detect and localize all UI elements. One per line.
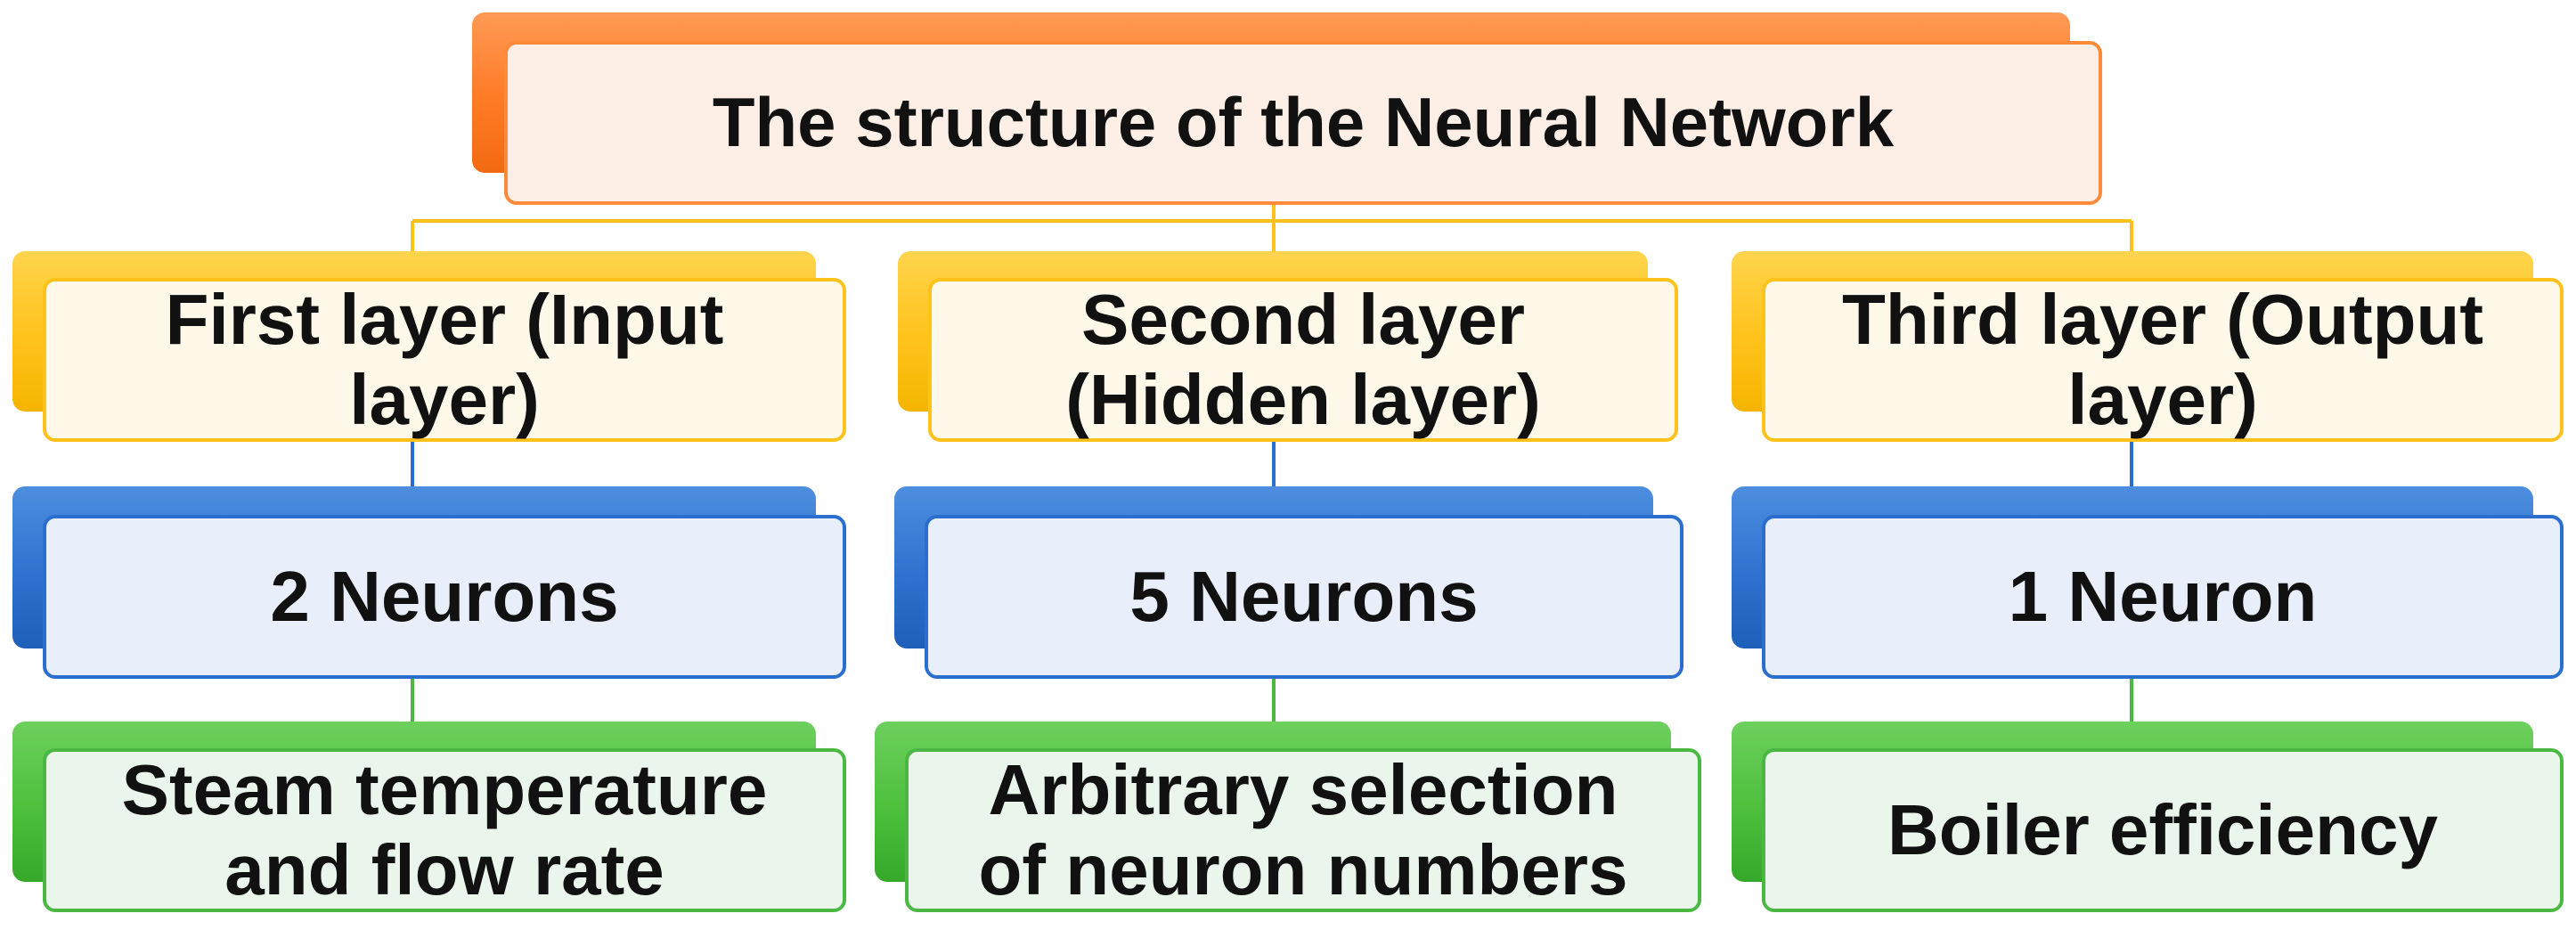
neuron-node-3-box: 1 Neuron [1762, 515, 2564, 679]
neuron-node-2-box: 5 Neurons [925, 515, 1683, 679]
description-node-3-box: Boiler efficiency [1762, 748, 2564, 912]
layer-node-2-box: Second layer (Hidden layer) [928, 278, 1678, 442]
neuron-node-3: 1 Neuron [1732, 486, 2564, 679]
layer-2-label-line-2: (Hidden layer) [1065, 360, 1541, 439]
description-node-1-box: Steam temperature and flow rate [43, 748, 846, 912]
layer-3-label-line-1: Third layer (Output [1842, 280, 2483, 360]
description-2-line-1: Arbitrary selection [988, 750, 1618, 830]
description-node-2-box: Arbitrary selection of neuron numbers [905, 748, 1701, 912]
root-node: The structure of the Neural Network [472, 12, 2102, 205]
layer-3-label-line-2: layer) [2067, 360, 2258, 439]
description-node-3: Boiler efficiency [1732, 722, 2564, 912]
root-title: The structure of the Neural Network [712, 83, 1895, 162]
layer-2-label-line-1: Second layer [1080, 280, 1525, 360]
layer-node-3-box: Third layer (Output layer) [1762, 278, 2564, 442]
description-1-line-2: and flow rate [224, 830, 664, 909]
layer-1-label-line-2: layer) [349, 360, 540, 439]
neuron-node-1: 2 Neurons [12, 486, 846, 679]
layer-1-label-line-1: First layer (Input [165, 280, 724, 360]
neuron-count-1: 2 Neurons [270, 557, 619, 637]
description-3-line-1: Boiler efficiency [1887, 790, 2438, 870]
layer-node-1-box: First layer (Input layer) [43, 278, 846, 442]
layer-node-3: Third layer (Output layer) [1732, 251, 2564, 442]
neuron-node-1-box: 2 Neurons [43, 515, 846, 679]
neuron-count-3: 1 Neuron [2008, 557, 2318, 637]
description-1-line-1: Steam temperature [121, 750, 768, 830]
neuron-count-2: 5 Neurons [1129, 557, 1479, 637]
description-2-line-2: of neuron numbers [978, 830, 1628, 909]
description-node-2: Arbitrary selection of neuron numbers [875, 722, 1701, 912]
root-node-box: The structure of the Neural Network [504, 41, 2102, 205]
description-node-1: Steam temperature and flow rate [12, 722, 846, 912]
layer-node-1: First layer (Input layer) [12, 251, 846, 442]
layer-node-2: Second layer (Hidden layer) [898, 251, 1678, 442]
neuron-node-2: 5 Neurons [894, 486, 1683, 679]
